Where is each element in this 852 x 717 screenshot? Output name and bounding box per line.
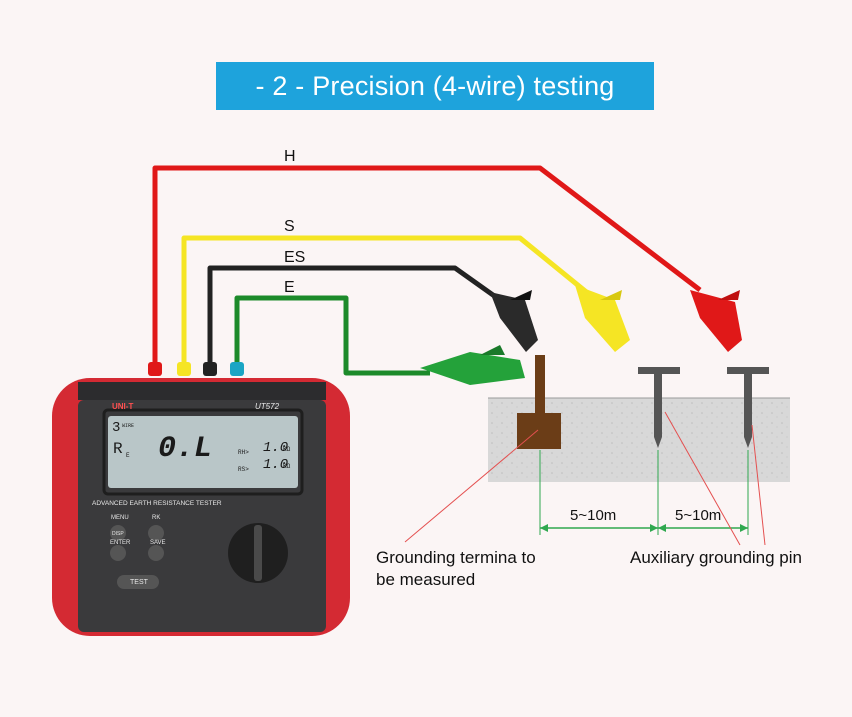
- wire-label-s: S: [284, 218, 295, 235]
- callout-line-pin-2: [751, 424, 766, 546]
- test-label: TEST: [130, 579, 148, 586]
- save-label: SAVE: [150, 540, 166, 546]
- lcd-rs-unit: KΩ: [283, 463, 291, 470]
- callout-auxiliary-pin: Auxiliary grounding pin: [630, 548, 802, 567]
- black-clip: [490, 290, 538, 352]
- wire-es: [207, 265, 502, 370]
- aux-pin-1: [638, 367, 680, 448]
- meter-model: UT572: [255, 402, 280, 411]
- save-button: [148, 545, 164, 561]
- distance-label-1: 5~10m: [570, 507, 617, 524]
- wire-s: [181, 235, 592, 370]
- meter-brand: UNI-T: [112, 402, 134, 411]
- distance-label-2: 5~10m: [675, 507, 722, 524]
- meter-top-panel: [78, 382, 326, 400]
- lcd-r-symbol: R: [113, 440, 123, 458]
- red-clip: [690, 290, 742, 352]
- enter-button: [110, 545, 126, 561]
- enter-label: ENTER: [110, 540, 131, 546]
- wire-h: [152, 165, 702, 370]
- callout-line-pin-1: [664, 411, 741, 546]
- yellow-clip: [575, 285, 630, 352]
- wire-label-h: H: [284, 148, 296, 165]
- meter: [52, 362, 350, 636]
- title-banner: - 2 - Precision (4-wire) testing: [216, 62, 654, 110]
- meter-product-name: ADVANCED EARTH RESISTANCE TESTER: [92, 500, 222, 507]
- title-text: - 2 - Precision (4-wire) testing: [255, 70, 615, 101]
- test-button: [117, 575, 159, 589]
- disp-label: DISP: [112, 531, 124, 537]
- aux-pin-2: [727, 367, 769, 448]
- menu-label: MENU: [111, 515, 129, 521]
- callout-line-terminal: [404, 429, 539, 543]
- lcd-rh-label: RH>: [238, 449, 249, 456]
- rk-button: [148, 525, 164, 541]
- lcd-mode-label: WIRE: [122, 423, 135, 429]
- grounding-terminal: [517, 413, 561, 449]
- lcd-main-reading: 0.L: [158, 432, 213, 466]
- lcd-rs-label: RS>: [238, 466, 249, 473]
- lcd-rh-value: 1.0: [263, 440, 289, 456]
- lcd-rs-value: 1.0: [263, 457, 289, 473]
- green-clip: [420, 345, 525, 385]
- rk-label: RK: [152, 515, 161, 521]
- lcd-rh-unit: KΩ: [283, 446, 291, 453]
- wire-label-es: ES: [284, 249, 306, 266]
- lcd-mode-digit: 3: [112, 420, 121, 436]
- menu-button: [110, 525, 126, 541]
- lcd-e-symbol: E: [126, 452, 130, 459]
- wire-e: [234, 295, 430, 376]
- callout-grounding-terminal: Grounding termina to be measured: [376, 548, 536, 589]
- lcd-screen: [108, 416, 298, 488]
- grounding-rod: [535, 355, 545, 415]
- wire-label-e: E: [284, 279, 295, 296]
